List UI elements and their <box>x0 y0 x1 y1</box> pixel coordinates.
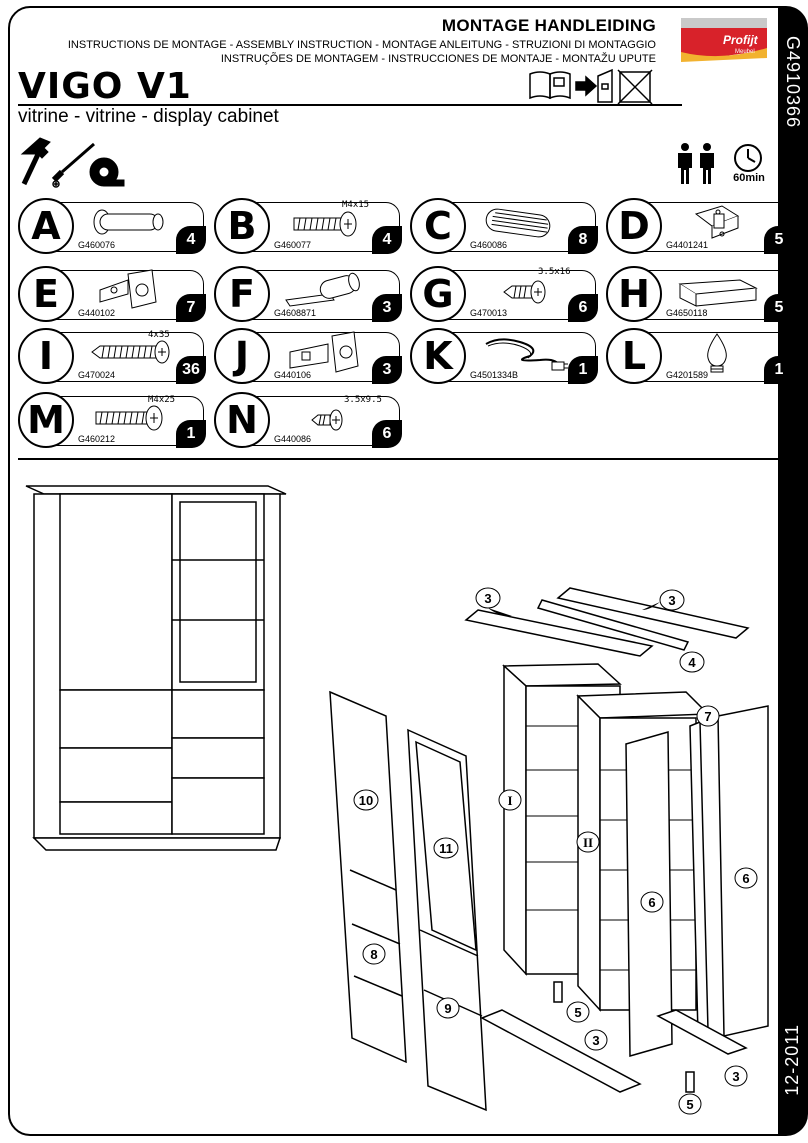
long-screw-icon <box>91 340 170 364</box>
part-e: E G440102 7 <box>18 266 206 322</box>
svg-text:5: 5 <box>686 1097 693 1112</box>
part-j: J G440106 3 <box>214 328 402 384</box>
svg-text:8: 8 <box>370 947 377 962</box>
svg-text:Meubel: Meubel <box>735 49 755 55</box>
side-code: G4910366 <box>783 36 803 129</box>
label-3b: 3 <box>642 589 685 611</box>
svg-text:Profijt: Profijt <box>723 33 759 47</box>
short-screw-icon <box>503 280 546 304</box>
label-6b: 6 <box>734 867 758 889</box>
svg-text:6: 6 <box>742 871 749 886</box>
label-3a: 3 <box>475 587 512 616</box>
svg-text:I: I <box>507 793 512 808</box>
clock-icon <box>734 144 762 172</box>
dowel-icon <box>93 209 164 235</box>
label-7: 7 <box>696 705 720 727</box>
cup-hinge-icon <box>99 269 157 309</box>
part-a: A G460076 4 <box>18 198 206 254</box>
part-b: M4x15 B G460077 4 <box>214 198 402 254</box>
part-n: 3.5x9.5 N G440086 6 <box>214 392 402 448</box>
push-latch-icon <box>285 272 360 307</box>
product-subtitle: vitrine - vitrine - display cabinet <box>18 106 279 127</box>
header-languages-2: INSTRUÇÕES DE MONTAGEM - INSTRUCCIONES D… <box>220 53 656 65</box>
svg-text:II: II <box>583 835 593 850</box>
label-9: 9 <box>436 997 460 1019</box>
label-6a: 6 <box>640 891 664 913</box>
power-cable-icon <box>485 338 568 371</box>
part-k: K G4501334B 1 <box>410 328 598 384</box>
svg-text:5: 5 <box>574 1005 581 1020</box>
part-d: D G4401241 5 <box>606 198 794 254</box>
svg-text:3: 3 <box>592 1033 599 1048</box>
svg-text:3: 3 <box>732 1069 739 1084</box>
part-m: M4x25 M G460212 1 <box>18 392 206 448</box>
machine-screw-icon <box>95 405 163 431</box>
title-rule <box>18 104 682 106</box>
product-title: VIGO V1 <box>18 66 192 107</box>
wood-dowel-icon <box>485 208 551 238</box>
part-h: H G4650118 5 <box>606 266 794 322</box>
label-3c: 3 <box>584 1029 608 1051</box>
side-strip: G4910366 12-2011 <box>778 6 808 1136</box>
part-l: L G4201589 1 <box>606 328 794 384</box>
label-8: 8 <box>362 943 386 965</box>
label-i: I <box>498 789 522 811</box>
brand-logo: Profijt Meubel <box>681 18 767 62</box>
svg-text:10: 10 <box>359 793 373 808</box>
assembly-diagram: 3 3 4 7 10 11 I II 6 6 8 9 5 3 3 5 <box>25 485 769 1115</box>
tools-icon <box>20 137 125 188</box>
part-f: F G4608871 3 <box>214 266 402 322</box>
section-divider <box>18 458 778 460</box>
label-4: 4 <box>679 651 705 673</box>
side-date: 12-2011 <box>782 1024 802 1096</box>
bulb-icon <box>707 333 727 373</box>
tiny-screw-icon <box>311 409 343 431</box>
time-label: 60min <box>733 172 765 184</box>
part-c: C G460086 8 <box>410 198 598 254</box>
two-persons-icon <box>678 143 714 184</box>
part-g: 3.5x16 G G470013 6 <box>410 266 598 322</box>
svg-text:4: 4 <box>688 655 696 670</box>
label-11: 11 <box>433 837 459 859</box>
svg-text:6: 6 <box>648 895 655 910</box>
label-10: 10 <box>353 789 379 811</box>
part-i: 4x35 I G470024 36 <box>18 328 206 384</box>
header-title: MONTAGE HANDLEIDING <box>441 16 656 35</box>
screw-icon <box>293 211 357 237</box>
svg-text:9: 9 <box>444 1001 451 1016</box>
svg-text:3: 3 <box>484 591 491 606</box>
read-instructions-icons <box>529 68 653 104</box>
hinge-plate-icon <box>694 205 740 239</box>
svg-text:3: 3 <box>668 593 675 608</box>
header-languages-1: INSTRUCTIONS DE MONTAGE - ASSEMBLY INSTR… <box>67 39 656 51</box>
label-5a: 5 <box>566 1001 590 1023</box>
label-3d: 3 <box>724 1065 748 1087</box>
drawer-bracket-icon <box>678 279 758 307</box>
door-hinge-icon <box>289 331 359 373</box>
label-5b: 5 <box>678 1093 702 1115</box>
svg-text:11: 11 <box>439 841 453 856</box>
svg-text:7: 7 <box>704 709 711 724</box>
label-ii: II <box>576 831 600 853</box>
